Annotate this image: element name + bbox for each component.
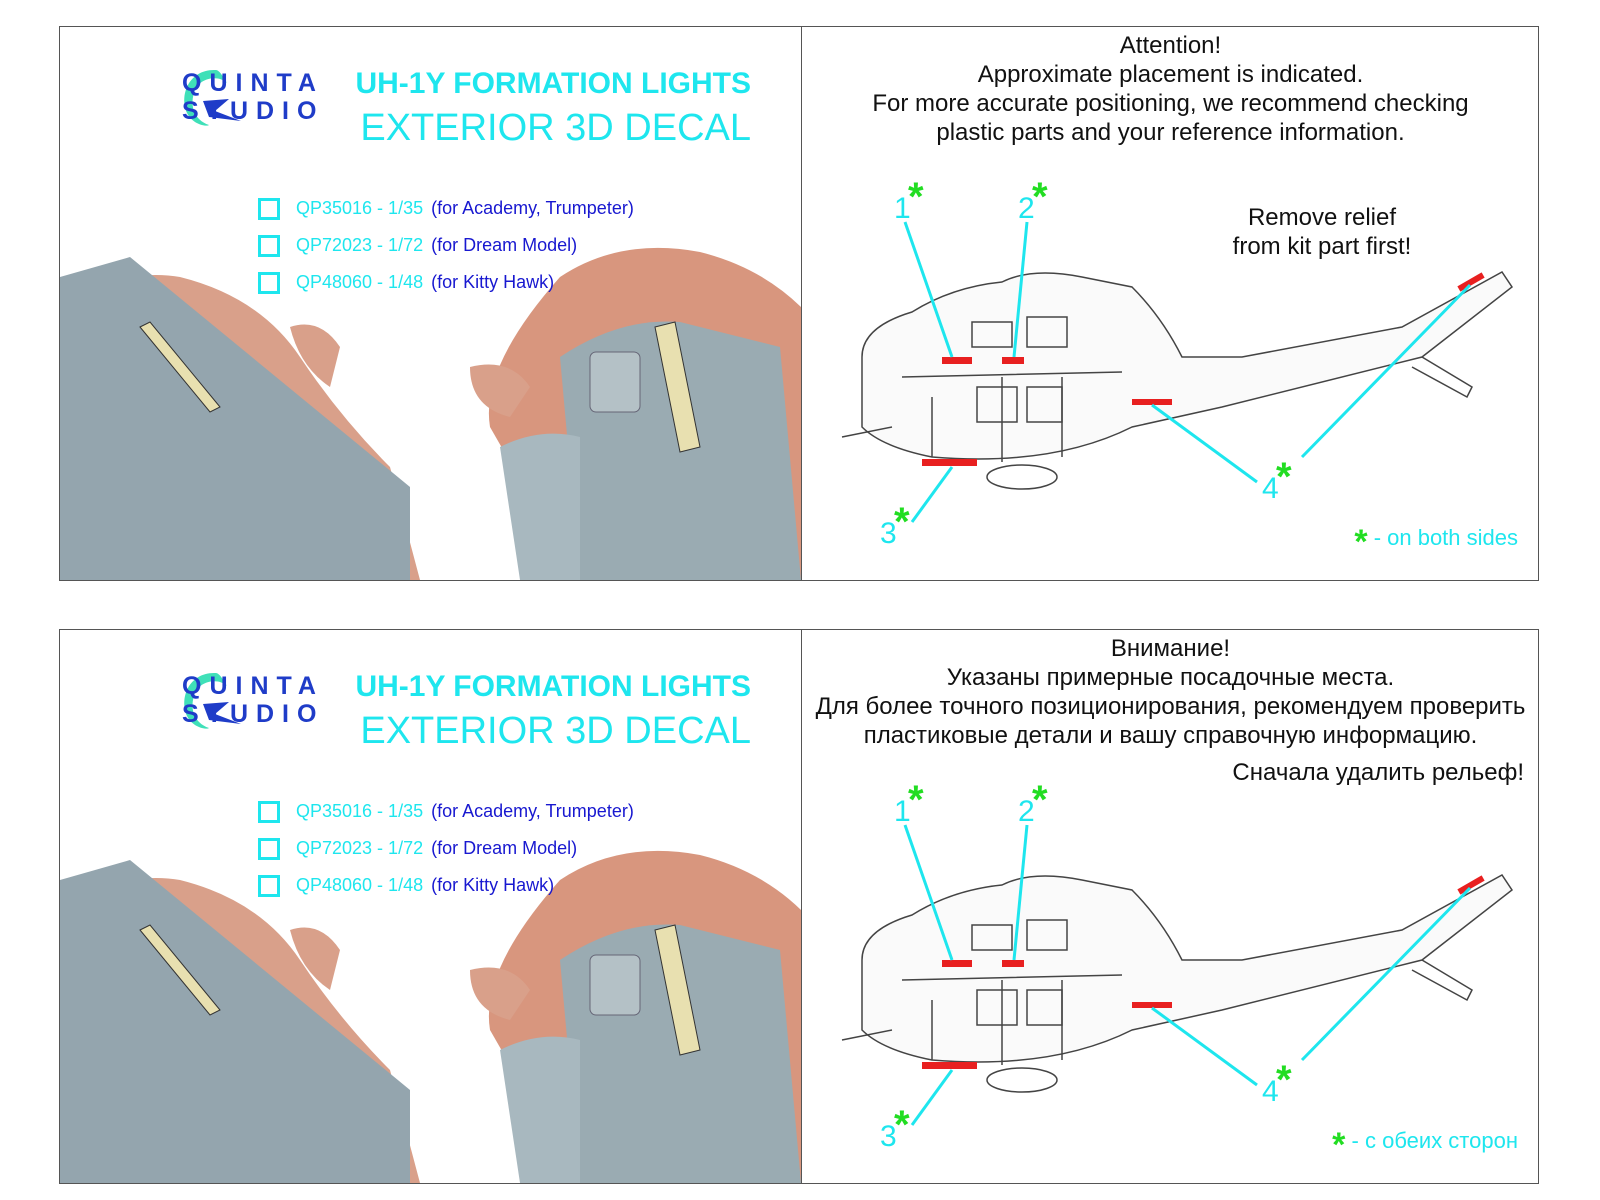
marker-2: 2 — [1018, 795, 1035, 828]
product-subtitle: EXTERIOR 3D DECAL — [360, 710, 751, 752]
product-option[interactable]: QP35016 - 1/35(for Academy, Trumpeter) — [258, 190, 634, 227]
checkbox[interactable] — [258, 197, 280, 220]
product-title: UH-1Y FORMATION LIGHTS — [355, 67, 751, 100]
product-option[interactable]: QP48060 - 1/48(for Kitty Hawk) — [258, 867, 634, 904]
product-options: QP35016 - 1/35(for Academy, Trumpeter) Q… — [258, 793, 634, 904]
relief-warning: Сначала удалить рельеф! — [1232, 759, 1524, 786]
marker-3: 3 — [880, 1120, 897, 1153]
star-icon: * — [1032, 175, 1048, 219]
marker-3: 3 — [880, 517, 897, 550]
legend: * - on both sides — [1354, 523, 1518, 561]
star-icon: * — [1032, 778, 1048, 822]
star-icon: * — [894, 1103, 910, 1147]
checkbox[interactable] — [258, 874, 280, 897]
checkbox[interactable] — [258, 234, 280, 257]
checkbox[interactable] — [258, 800, 280, 823]
product-title: UH-1Y FORMATION LIGHTS — [355, 670, 751, 703]
product-photo — [60, 850, 801, 1183]
product-subtitle: EXTERIOR 3D DECAL — [360, 107, 751, 149]
marker-4: 4 — [1262, 472, 1279, 505]
star-icon: * — [1354, 523, 1368, 561]
product-option[interactable]: QP72023 - 1/72(for Dream Model) — [258, 830, 634, 867]
product-option[interactable]: QP48060 - 1/48(for Kitty Hawk) — [258, 264, 634, 301]
quinta-studio-logo — [184, 672, 241, 729]
attention-text: Внимание!Указаны примерные посадочные ме… — [815, 635, 1526, 749]
placement-section: Внимание!Указаны примерные посадочные ме… — [801, 630, 1538, 1183]
product-option[interactable]: QP35016 - 1/35(for Academy, Trumpeter) — [258, 793, 634, 830]
marker-1: 1 — [894, 795, 911, 828]
helicopter-diagram — [841, 221, 1514, 523]
helicopter-diagram — [841, 824, 1514, 1126]
product-photo — [60, 247, 801, 580]
placement-section: Attention!Approximate placement is indic… — [801, 27, 1538, 580]
star-icon: * — [908, 778, 924, 822]
star-icon: * — [894, 500, 910, 544]
product-options: QP35016 - 1/35(for Academy, Trumpeter) Q… — [258, 190, 634, 301]
star-icon: * — [1276, 455, 1292, 499]
star-icon: * — [908, 175, 924, 219]
checkbox[interactable] — [258, 837, 280, 860]
checkbox[interactable] — [258, 271, 280, 294]
star-icon: * — [1332, 1126, 1346, 1164]
star-icon: * — [1276, 1058, 1292, 1102]
legend: * - с обеих сторон — [1332, 1126, 1518, 1164]
quinta-studio-logo — [184, 69, 241, 126]
product-option[interactable]: QP72023 - 1/72(for Dream Model) — [258, 227, 634, 264]
marker-2: 2 — [1018, 192, 1035, 225]
marker-1: 1 — [894, 192, 911, 225]
marker-4: 4 — [1262, 1075, 1279, 1108]
attention-text: Attention!Approximate placement is indic… — [872, 32, 1469, 146]
